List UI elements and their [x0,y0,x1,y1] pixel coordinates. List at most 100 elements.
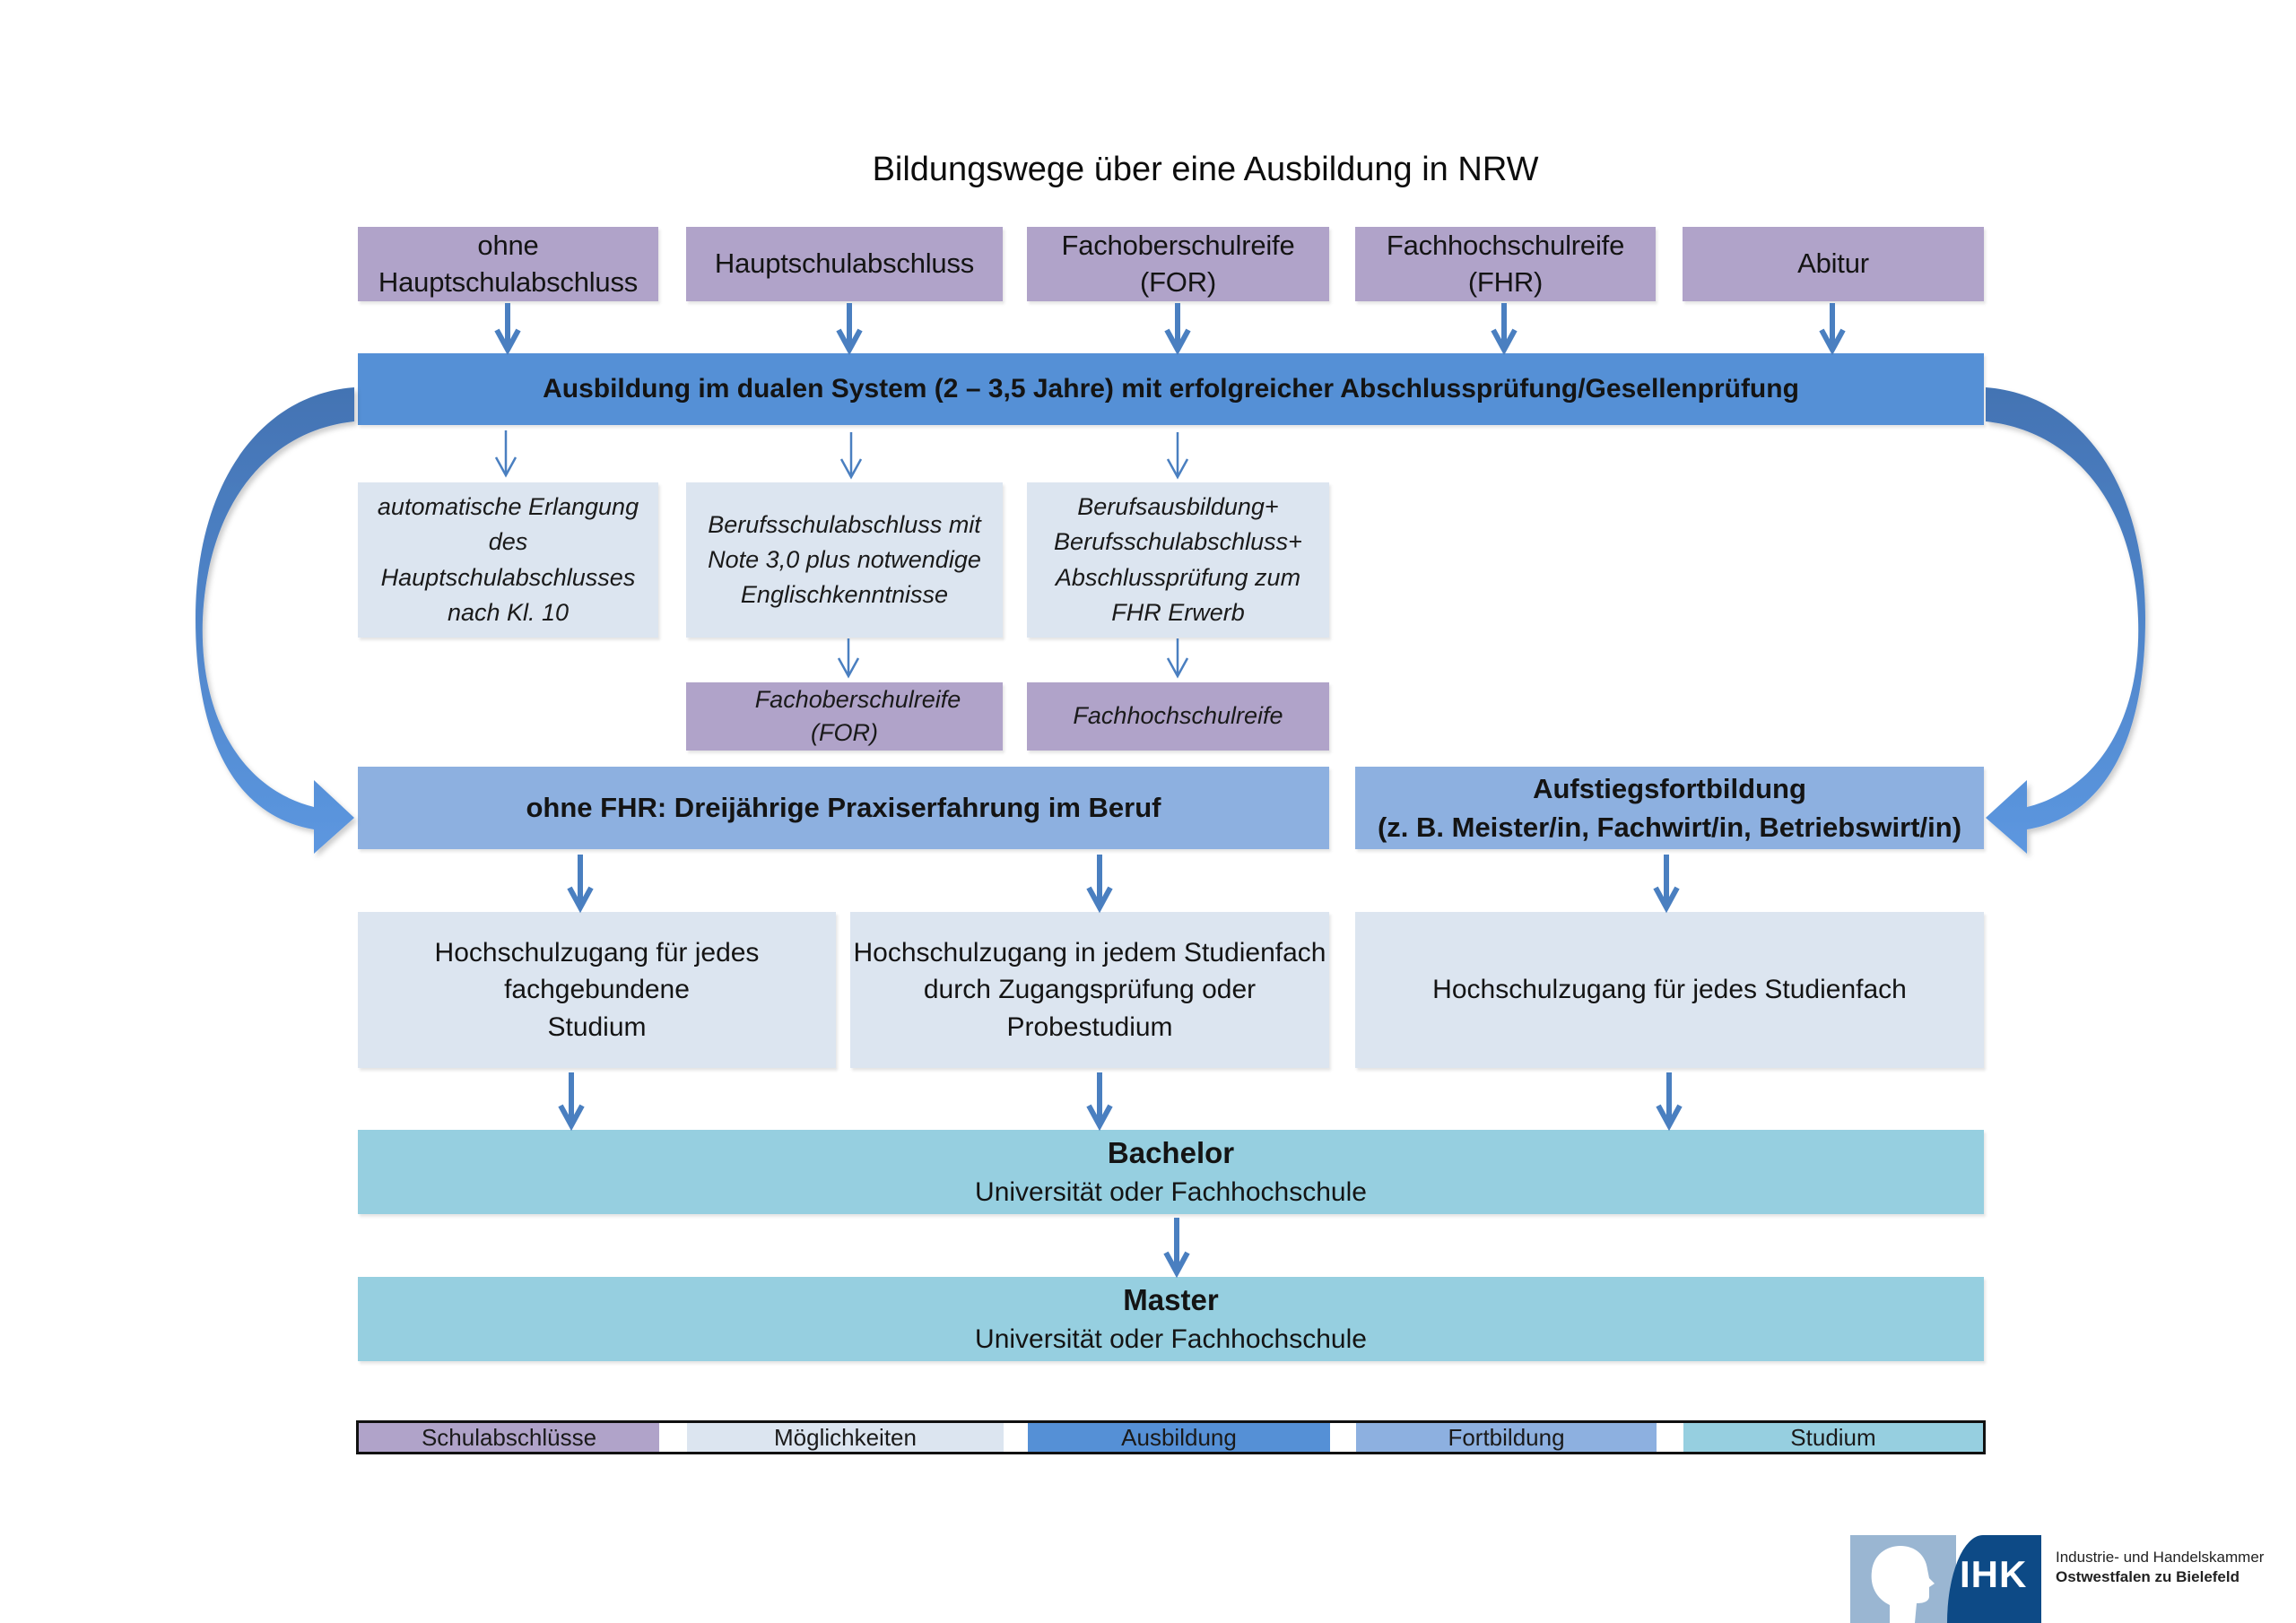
practice-label: ohne FHR: Dreijährige Praxiserfahrung im… [526,791,1161,823]
down-arrow-icon [836,303,863,356]
legend-moeglichkeiten: Möglichkeiten [687,1423,1004,1452]
result-fachoberschulreife: Fachoberschulreife (FOR) [686,682,1003,751]
access-line: fachgebundene [504,975,690,1005]
option-line: Abschlussprüfung zum [1055,563,1301,591]
bachelor-box: Bachelor Universität oder Fachhochschule [358,1130,1984,1214]
down-arrow-icon [837,638,860,679]
access-line: Hochschulzugang in jedem Studienfach [853,937,1326,968]
access-jedes-studienfach: Hochschulzugang für jedes Studienfach [1355,912,1984,1068]
arrow-head [494,328,521,356]
arrow-head [1086,1104,1113,1132]
arrow-head [1656,1104,1683,1132]
access-line: durch Zugangsprüfung oder [923,975,1257,1005]
down-arrow-icon [1164,303,1191,356]
access-zugangspruefung: Hochschulzugang in jedem Studienfach dur… [850,912,1329,1068]
logo-mark: IHK [1960,1553,2028,1595]
option-automatic-hauptschulabschluss: automatische Erlangung des Hauptschulabs… [358,482,658,638]
down-arrow-icon [1819,303,1846,356]
arrow-head [1166,657,1189,679]
ihk-name-line1: Industrie- und Handelskammer [2056,1549,2265,1566]
down-arrow-icon [567,855,594,914]
legend-label: Möglichkeiten [774,1423,917,1451]
option-line: automatische Erlangung [377,493,639,521]
arrow-head [1163,1251,1190,1279]
option-line: FHR Erwerb [1111,598,1245,626]
curved-arrow-right-icon [1986,387,2145,854]
down-arrow-icon [494,303,521,356]
arrow-head [494,456,517,478]
legend-ausbildung: Ausbildung [1028,1423,1330,1452]
legend-fortbildung: Fortbildung [1356,1423,1657,1452]
page-title: Bildungswege über eine Ausbildung in NRW [872,151,1539,188]
degree-line2: Hauptschulabschluss [378,265,639,298]
legend-label: Schulabschlüsse [421,1423,597,1451]
option-line: Note 3,0 plus notwendige [708,545,981,573]
arrow-head [1164,328,1191,356]
arrow-head [1819,328,1846,356]
advanced-training-examples: (z. B. Meister/in, Fachwirt/in, Betriebs… [1377,812,1962,843]
option-line: Berufsausbildung+ [1077,493,1279,521]
down-arrow-icon [1653,855,1680,914]
down-arrow-icon [558,1072,585,1132]
head-silhouette-icon [1871,1546,1935,1623]
arrow-head [558,1104,585,1132]
degree-hauptschulabschluss: Hauptschulabschluss [686,227,1003,301]
degree-line1: ohne [477,229,539,261]
arrow-head [1491,328,1518,356]
bachelor-title: Bachelor [1107,1135,1235,1169]
arrow-head [837,657,860,679]
legend-schulabschluesse: Schulabschlüsse [359,1423,659,1452]
legend-label: Studium [1790,1423,1876,1451]
degree-line1: Fachoberschulreife [1061,229,1295,261]
down-arrow-icon [1656,1072,1683,1132]
arrow-head [1086,886,1113,914]
legend-label: Fortbildung [1448,1423,1565,1451]
degree-line2: (FOR) [1139,265,1217,298]
down-arrow-icon [839,432,863,480]
arrow-head [567,886,594,914]
result-fachhochschulreife: Fachhochschulreife [1027,682,1329,751]
result-line: Fachhochschulreife [1073,702,1283,730]
degree-abitur: Abitur [1683,227,1984,301]
option-line: Englischkenntnisse [740,581,949,609]
access-line: Hochschulzugang für jedes [434,937,760,968]
down-arrow-icon [1163,1218,1190,1279]
color-legend: Schulabschlüsse Möglichkeiten Ausbildung… [356,1420,1986,1454]
arrow-head [839,458,863,480]
logo-background-dark [1947,1535,2041,1623]
practice-experience: ohne FHR: Dreijährige Praxiserfahrung im… [358,767,1329,849]
option-line: des [488,528,528,556]
arrow-head [836,328,863,356]
degree-fachhochschulreife: Fachhochschulreife (FHR) [1355,227,1656,301]
option-line: Berufsschulabschluss+ [1054,528,1302,556]
down-arrow-icon [1491,303,1518,356]
degree-line1: Fachhochschulreife [1386,229,1625,261]
arrow-head [1166,458,1189,480]
degree-ohne-hauptschulabschluss: ohne Hauptschulabschluss [358,227,658,301]
ihk-logo: IHK [1850,1535,2041,1623]
degree-line2: (FHR) [1467,265,1544,298]
access-fachgebunden: Hochschulzugang für jedes fachgebundene … [358,912,836,1068]
down-arrow-icon [1086,1072,1113,1132]
legend-label: Ausbildung [1121,1423,1237,1451]
dual-training-band: Ausbildung im dualen System (2 – 3,5 Jah… [358,353,1984,425]
degree-line1: Abitur [1797,247,1869,280]
down-arrow-icon [1086,855,1113,914]
advanced-training-title: Aufstiegsfortbildung [1533,772,1806,804]
bachelor-subtitle: Universität oder Fachhochschule [975,1177,1367,1208]
master-title: Master [1123,1282,1219,1316]
arrow-head [1653,886,1680,914]
access-line: Studium [547,1011,647,1042]
down-arrow-icon [494,430,517,478]
option-line: nach Kl. 10 [447,598,570,626]
option-fhr-erwerb: Berufsausbildung+ Berufsschulabschluss+ … [1027,482,1329,638]
dual-training-label: Ausbildung im dualen System (2 – 3,5 Jah… [543,374,1799,404]
result-line: (FOR) [811,719,878,746]
down-arrow-icon [1166,432,1189,480]
option-berufsschulabschluss: Berufsschulabschluss mit Note 3,0 plus n… [686,482,1003,638]
access-line: Hochschulzugang für jedes Studienfach [1432,975,1907,1005]
option-line: Hauptschulabschlusses [380,563,636,591]
access-line: Probestudium [1006,1011,1173,1042]
advanced-training: Aufstiegsfortbildung (z. B. Meister/in, … [1355,767,1984,849]
down-arrow-icon [1166,638,1189,679]
